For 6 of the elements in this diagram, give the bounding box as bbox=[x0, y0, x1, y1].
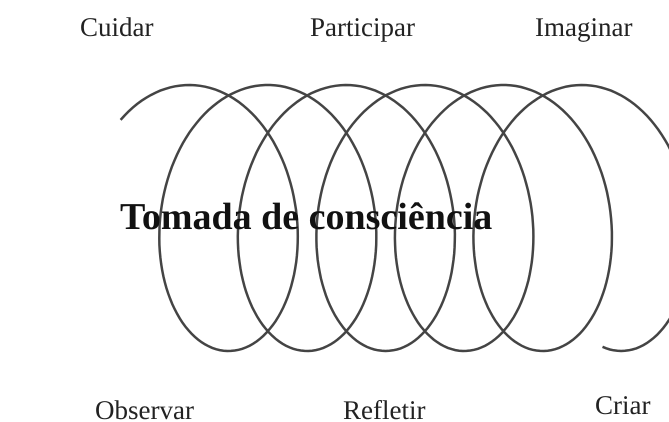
stage-label: Participar bbox=[310, 12, 415, 43]
stage-label: Cuidar bbox=[80, 12, 154, 43]
stage-label: Refletir bbox=[343, 395, 426, 422]
stage-label: Imaginar bbox=[535, 12, 632, 43]
stage-label: Observar bbox=[95, 395, 194, 422]
stage-label: Criar bbox=[595, 390, 650, 421]
